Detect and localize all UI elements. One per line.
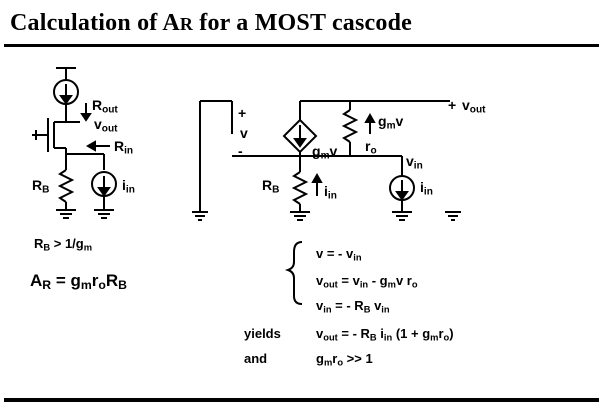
slide-title: Calculation of AR for a MOST cascode: [10, 10, 412, 37]
v-label: v: [240, 125, 248, 141]
rb-resistor: [291, 171, 309, 205]
v-plus-sign: +: [238, 105, 247, 121]
equation-assumption: gmro >> 1: [316, 351, 373, 368]
gmv-label-source: gmv: [312, 143, 338, 162]
ground-symbol: [290, 211, 310, 221]
v-minus-sign: -: [238, 143, 243, 159]
ground-symbol: [392, 211, 412, 221]
iin-source-label: iin: [420, 179, 433, 198]
v-out-label: vout: [94, 116, 118, 135]
i-in-label: iin: [122, 177, 135, 196]
load-current-source: [53, 79, 79, 105]
equation-vin: vin = - RB vin: [316, 298, 390, 315]
yields-label: yields: [244, 326, 281, 341]
title-r: R: [179, 14, 194, 34]
ground-symbol: [445, 211, 461, 221]
r-out-label: Rout: [92, 97, 118, 116]
ground-symbol: [94, 209, 114, 219]
ar-formula: AR = gmroRB: [30, 271, 128, 293]
ground-symbol: [192, 211, 208, 221]
input-current-source: [389, 175, 415, 201]
and-label: and: [244, 351, 268, 366]
cascode-transistor: [32, 118, 66, 152]
iin-arrow-label: iin: [324, 183, 337, 202]
gmv-label-ro: gmv: [378, 113, 404, 132]
ground-symbol: [56, 209, 76, 219]
title-suffix: for a MOST cascode: [193, 10, 412, 36]
rb-condition: RB > 1/gm: [34, 236, 93, 253]
vout-label: vout: [462, 97, 486, 116]
vin-label: vin: [406, 153, 423, 172]
footer-rule: [4, 398, 599, 402]
title-rule: [4, 44, 599, 47]
rb-label-ss: RB: [262, 177, 280, 196]
title-prefix: Calculation of: [10, 10, 163, 36]
rb-label: RB: [32, 177, 50, 196]
equation-vout: vout = vin - gmv ro: [316, 273, 418, 290]
equation-result: vout = - RB iin (1 + gmro): [316, 326, 454, 343]
input-current-source: [91, 171, 117, 197]
ro-resistor: [341, 109, 359, 143]
small-signal-circuit: [192, 100, 461, 221]
rb-resistor: [57, 169, 75, 203]
ro-label: ro: [365, 138, 377, 157]
equation-brace: [284, 241, 303, 305]
vout-plus-sign: +: [448, 97, 457, 113]
cascode-circuit: [32, 67, 117, 219]
title-a: A: [162, 10, 180, 36]
r-in-label: Rin: [114, 138, 134, 157]
equation-v: v = - vin: [316, 246, 362, 263]
